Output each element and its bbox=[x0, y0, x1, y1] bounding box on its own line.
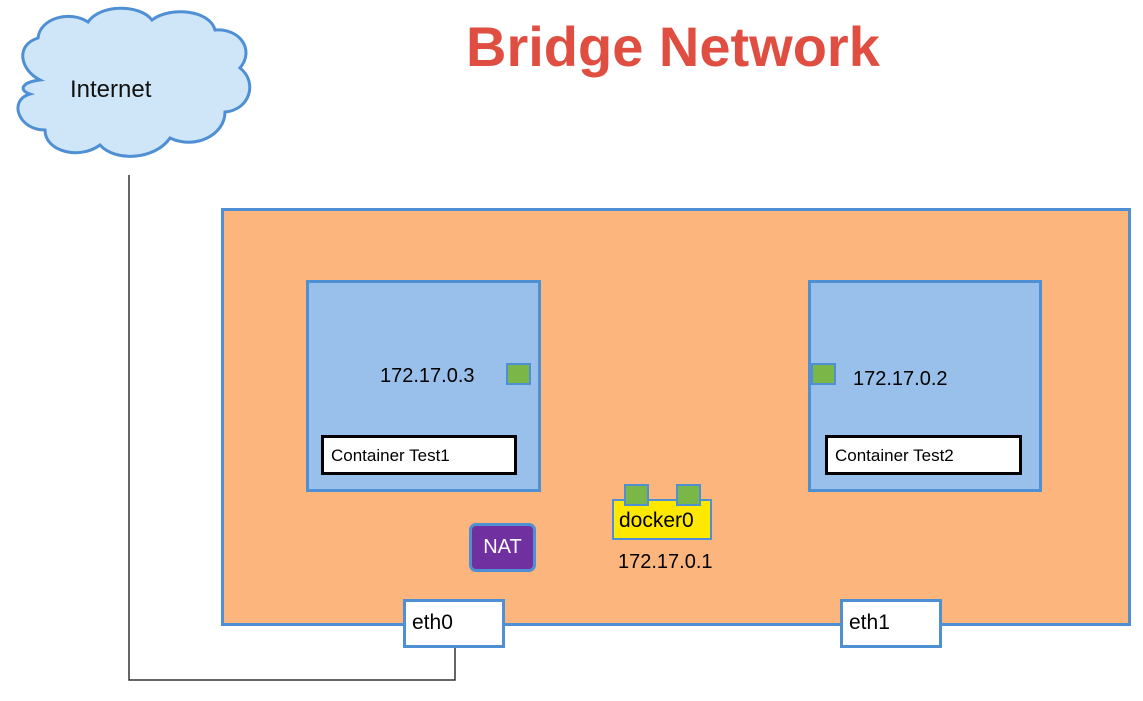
container-test1-label: Container Test1 bbox=[321, 435, 517, 475]
docker0-port-2 bbox=[676, 484, 701, 506]
nat-box: NAT bbox=[469, 523, 536, 572]
docker0-ip: 172.17.0.1 bbox=[618, 551, 713, 573]
container-test2-label: Container Test2 bbox=[825, 435, 1022, 475]
diagram-title: Bridge Network bbox=[466, 15, 880, 78]
container-test2-ip: 172.17.0.2 bbox=[853, 368, 948, 390]
container-test1-port bbox=[506, 363, 531, 385]
internet-label: Internet bbox=[70, 76, 152, 103]
eth1-interface: eth1 bbox=[840, 599, 942, 648]
docker0-port-1 bbox=[624, 484, 649, 506]
container-test2-port bbox=[811, 363, 836, 385]
eth0-interface: eth0 bbox=[403, 599, 505, 648]
container-test1-ip: 172.17.0.3 bbox=[380, 365, 475, 387]
docker0-label: docker0 bbox=[619, 509, 694, 532]
